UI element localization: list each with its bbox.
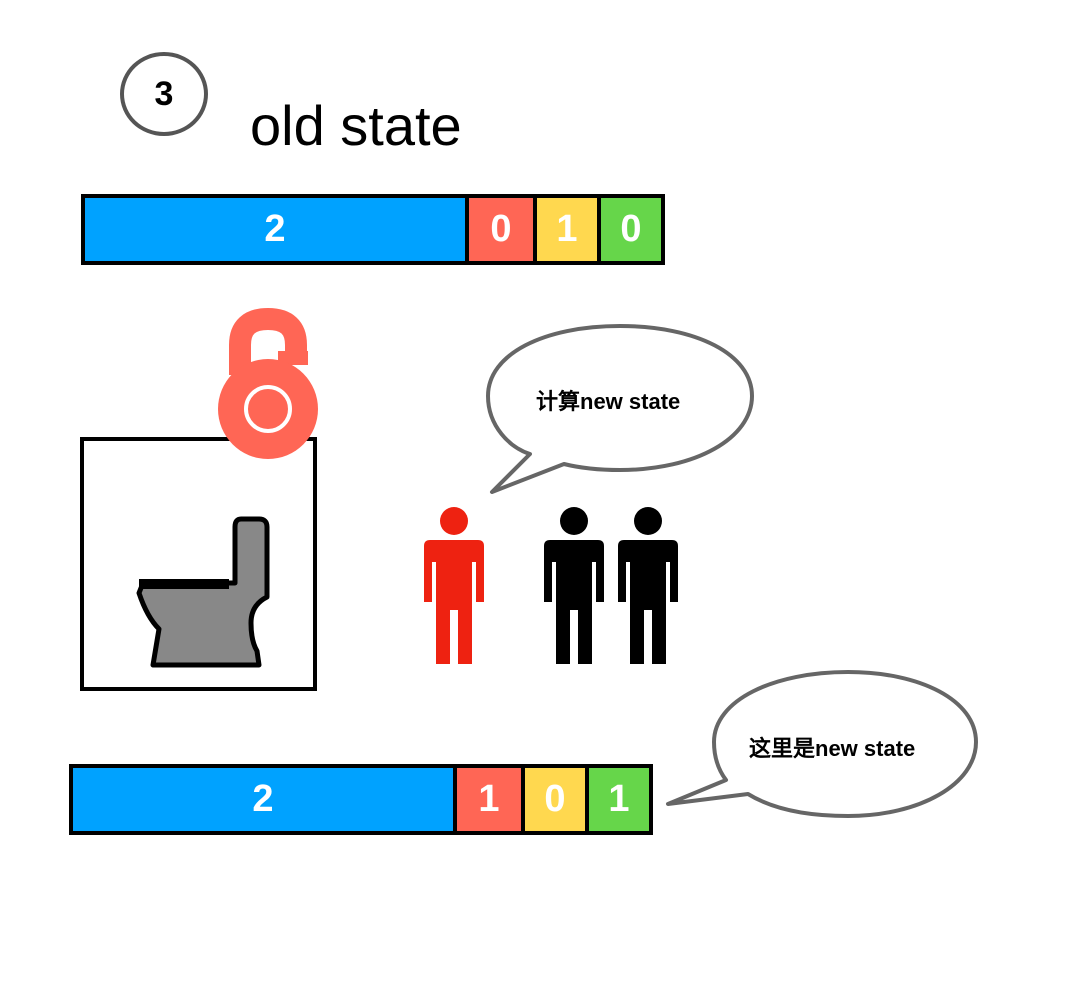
old-state-segment-green: 0: [597, 198, 661, 261]
unlocked-padlock-icon: [216, 305, 322, 463]
old-state-segment-blue: 2: [85, 198, 465, 261]
speech-bubble-new-state-text: 这里是new state: [749, 731, 915, 763]
new-state-bar: 2 1 0 1: [69, 764, 653, 835]
person-active-icon: [420, 506, 488, 668]
step-number-circle: 3: [120, 52, 208, 136]
new-state-segment-yellow: 0: [521, 768, 585, 831]
old-state-segment-yellow: 1: [533, 198, 597, 261]
person-waiting-icon: [616, 506, 680, 668]
toilet-icon: [129, 513, 279, 673]
speech-bubble-compute-text: 计算new state: [536, 384, 680, 416]
toilet-box: [80, 437, 317, 691]
old-state-segment-red: 0: [465, 198, 533, 261]
new-state-segment-red: 1: [453, 768, 521, 831]
step-number: 3: [155, 75, 174, 114]
new-state-segment-green: 1: [585, 768, 649, 831]
old-state-bar: 2 0 1 0: [81, 194, 665, 265]
person-waiting-icon: [542, 506, 606, 668]
page-title: old state: [250, 98, 462, 154]
new-state-segment-blue: 2: [73, 768, 453, 831]
